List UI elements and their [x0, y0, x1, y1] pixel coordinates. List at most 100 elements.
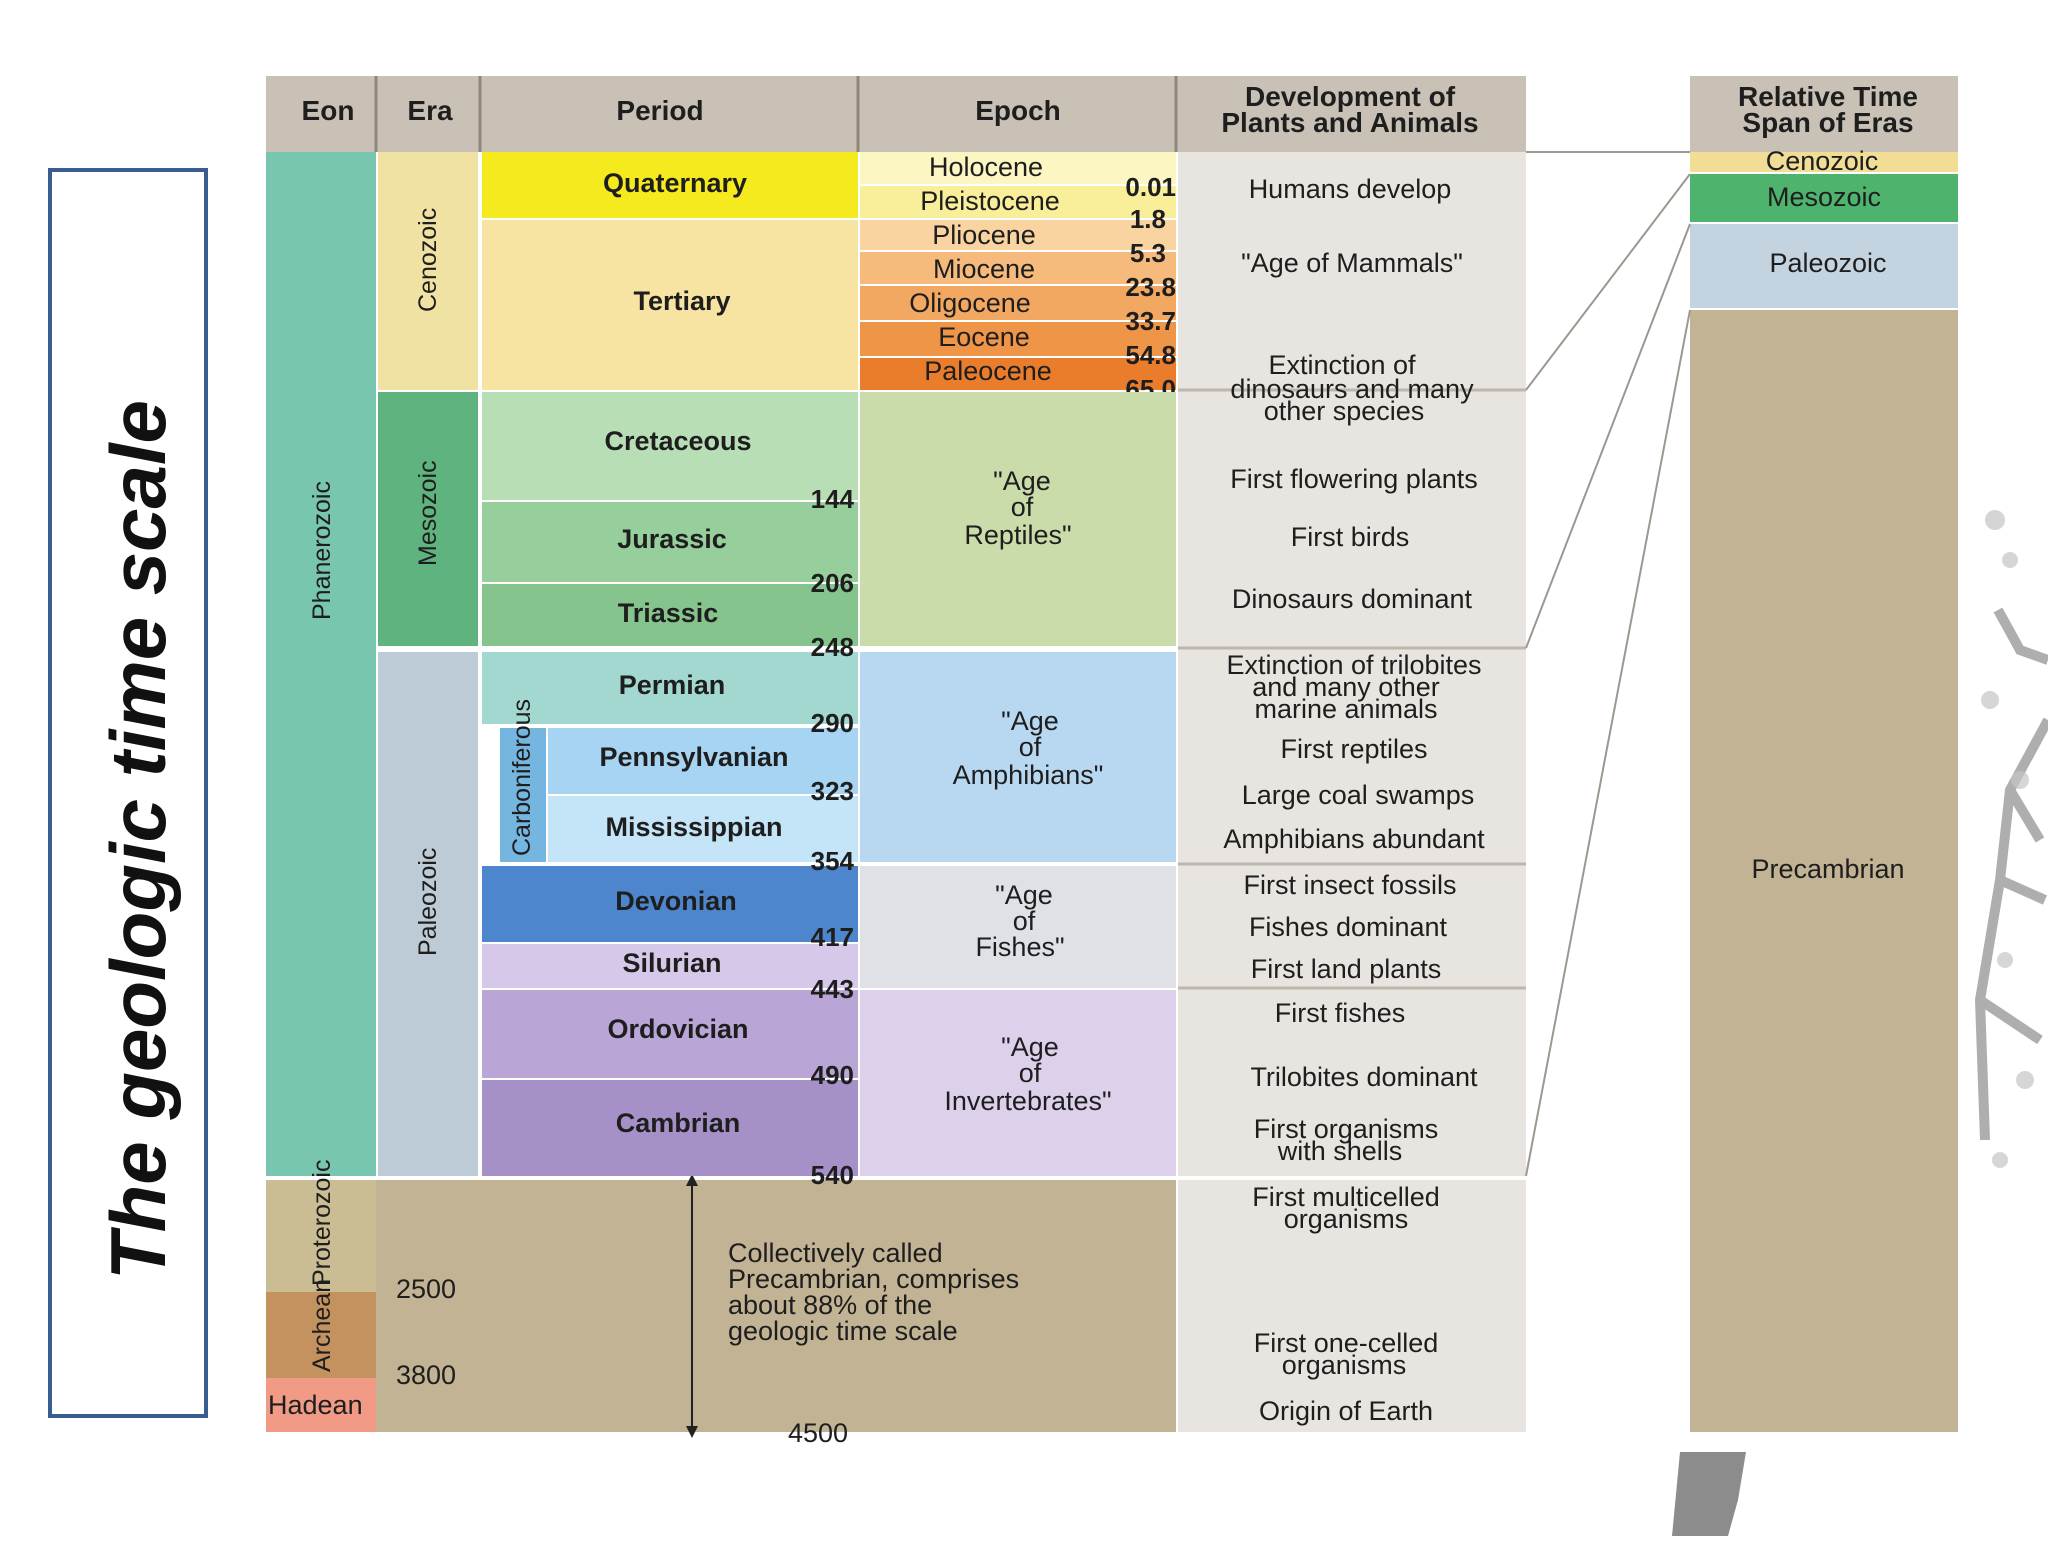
- dev-multicelled-line1: First multicelled: [1252, 1182, 1440, 1212]
- decorative-tree-graphic: [1974, 607, 2048, 1141]
- epoch-holocene-band: [860, 152, 1176, 184]
- epoch-age-33-7: 33.7: [1125, 306, 1176, 336]
- period-age-354: 354: [811, 846, 855, 876]
- header-epoch: Epoch: [975, 95, 1061, 126]
- era-mesozoic-band: [378, 392, 478, 646]
- eon-hadean-band: [266, 1378, 376, 1432]
- period-cretaceous-label: Cretaceous: [604, 426, 751, 456]
- eon-phanerozoic-label: Phanerozoic: [308, 481, 336, 620]
- precambrian-note-line3: about 88% of the: [728, 1290, 932, 1320]
- decorative-tree-canopy: [1981, 510, 2034, 1168]
- precambrian-note-line4: geologic time scale: [728, 1316, 958, 1346]
- age-amphibians-line1: "Age: [1001, 706, 1059, 736]
- period-jurassic-label: Jurassic: [617, 524, 727, 554]
- dev-humans: Humans develop: [1249, 174, 1452, 204]
- precambrian-note-line2: Precambrian, comprises: [728, 1264, 1019, 1294]
- epoch-age-23-8: 23.8: [1125, 272, 1176, 302]
- age-fishes-band: [860, 866, 1176, 988]
- dev-trilobite-ext-line2: and many other: [1252, 672, 1440, 702]
- epoch-pleistocene-label: Pleistocene: [920, 186, 1060, 216]
- dev-dino-ext-line2: dinosaurs and many: [1230, 374, 1474, 404]
- period-pennsylvanian-label: Pennsylvanian: [599, 742, 788, 772]
- dev-flowering: First flowering plants: [1230, 464, 1478, 494]
- epoch-oligocene-band: [860, 286, 1176, 320]
- dev-shells-line1: First organisms: [1254, 1114, 1439, 1144]
- header-period: Period: [616, 95, 703, 126]
- era-paleozoic-band: [378, 652, 478, 1176]
- epoch-eocene-label: Eocene: [938, 322, 1030, 352]
- period-devonian-label: Devonian: [615, 886, 737, 916]
- period-age-417: 417: [811, 922, 854, 952]
- epoch-pliocene-label: Pliocene: [932, 220, 1036, 250]
- relative-paleozoic-band: [1690, 224, 1958, 308]
- era-cenozoic-label: Cenozoic: [414, 208, 442, 312]
- header-development-line2: Plants and Animals: [1221, 107, 1478, 138]
- era-cenozoic-band: [378, 152, 478, 390]
- dev-mammals: "Age of Mammals": [1241, 248, 1463, 278]
- relative-precambrian-band: [1690, 310, 1958, 1432]
- age-fishes-line2: of: [1013, 906, 1036, 936]
- age-amphibians-line3: Amphibians": [953, 760, 1104, 790]
- eon-phanerozoic-band: [266, 152, 376, 1176]
- epoch-pleistocene-band: [860, 186, 1176, 218]
- era-paleozoic-label: Paleozoic: [414, 848, 442, 956]
- header-relative-line2: Span of Eras: [1742, 107, 1913, 138]
- period-triassic-band: [482, 584, 858, 646]
- age-fishes-line3: Fishes": [975, 932, 1064, 962]
- age-reptiles-line2: of: [1011, 492, 1034, 522]
- relative-precambrian-label: Precambrian: [1751, 854, 1904, 884]
- precambrian-age-4500: 4500: [788, 1418, 848, 1448]
- period-tertiary-label: Tertiary: [633, 286, 730, 316]
- header-development-line1: Development of: [1245, 81, 1456, 112]
- dev-trilobite-ext-line3: marine animals: [1254, 694, 1437, 724]
- age-invertebrates-band: [860, 990, 1176, 1176]
- eon-archean-band: [266, 1292, 376, 1378]
- dev-coal: Large coal swamps: [1242, 780, 1475, 810]
- period-age-540: 540: [811, 1160, 854, 1190]
- age-fishes-line1: "Age: [995, 880, 1053, 910]
- period-age-248: 248: [811, 632, 854, 662]
- precambrian-note-line1: Collectively called: [728, 1238, 943, 1268]
- period-cambrian-label: Cambrian: [616, 1108, 741, 1138]
- dev-amphibians: Amphibians abundant: [1223, 824, 1485, 854]
- precambrian-age-3800: 3800: [396, 1360, 456, 1390]
- period-carboniferous-band: [500, 728, 546, 862]
- period-devonian-band: [482, 866, 858, 942]
- period-age-290: 290: [811, 708, 854, 738]
- age-reptiles-band: [860, 392, 1176, 646]
- period-pennsylvanian-band: [548, 728, 858, 794]
- dev-dinos: Dinosaurs dominant: [1232, 584, 1473, 614]
- dev-onecelled-line1: First one-celled: [1254, 1328, 1439, 1358]
- precambrian-band: [376, 1180, 1176, 1432]
- dev-birds: First birds: [1291, 522, 1410, 552]
- period-age-490: 490: [811, 1060, 854, 1090]
- epoch-age-0-01: 0.01: [1125, 172, 1176, 202]
- epoch-miocene-band: [860, 252, 1176, 284]
- period-cambrian-band: [482, 1080, 858, 1176]
- dev-dino-ext-line3: other species: [1264, 396, 1425, 426]
- age-reptiles-line3: Reptiles": [964, 520, 1071, 550]
- epoch-age-54-8: 54.8: [1125, 340, 1176, 370]
- period-cretaceous-band: [482, 392, 858, 500]
- period-age-144: 144: [811, 484, 855, 514]
- relative-mesozoic-label: Mesozoic: [1767, 182, 1881, 212]
- dev-dino-ext-line1: Extinction of: [1268, 350, 1416, 380]
- period-silurian-band: [482, 944, 858, 988]
- epoch-age-5-3: 5.3: [1130, 238, 1166, 268]
- dev-shells-line2: with shells: [1277, 1136, 1403, 1166]
- age-amphibians-band: [860, 652, 1176, 862]
- precambrian-arrow-bottom: [686, 1426, 698, 1438]
- age-invertebrates-line1: "Age: [1001, 1032, 1059, 1062]
- period-mississippian-label: Mississippian: [605, 812, 782, 842]
- period-carboniferous-label: Carboniferous: [508, 699, 536, 856]
- age-invertebrates-line3: Invertebrates": [944, 1086, 1111, 1116]
- header-relative-line1: Relative Time: [1738, 81, 1918, 112]
- age-invertebrates-line2: of: [1019, 1058, 1042, 1088]
- epoch-paleocene-band: [860, 358, 1176, 390]
- dev-onecelled-line2: organisms: [1282, 1350, 1407, 1380]
- epoch-pliocene-band: [860, 220, 1176, 250]
- age-amphibians-line2: of: [1019, 732, 1042, 762]
- relative-connector-lines: [1525, 151, 1691, 1177]
- precambrian-age-2500: 2500: [396, 1274, 456, 1304]
